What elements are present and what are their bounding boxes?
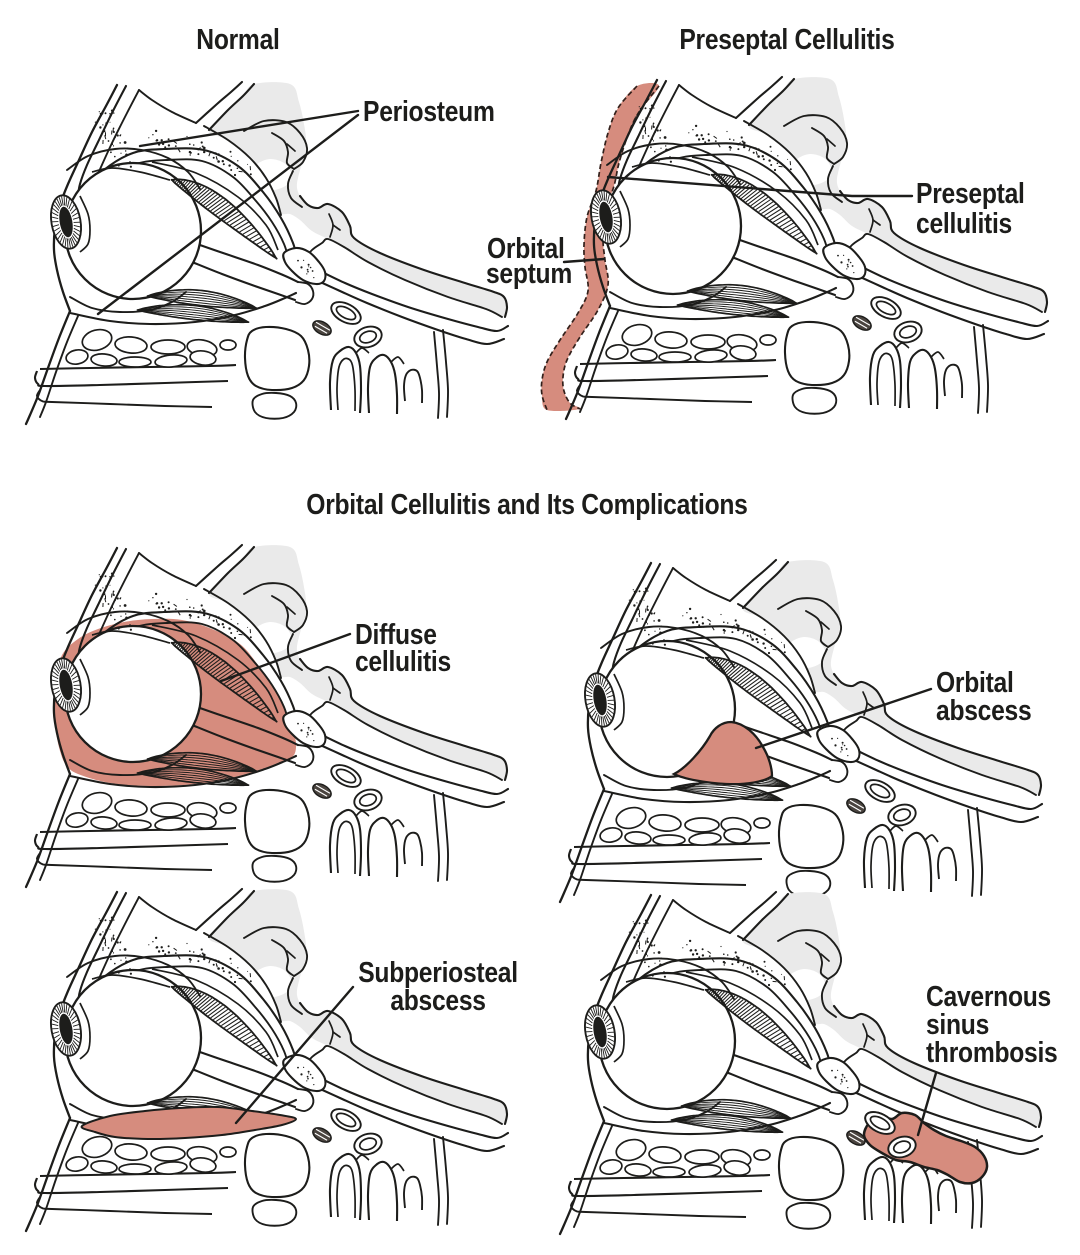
- pointer-periosteum-roof: [138, 109, 360, 148]
- section-title: Orbital Cellulitis and Its Complications: [306, 488, 747, 520]
- pointer-diffuse-cellulitis: [219, 632, 352, 683]
- label-periosteum: Periosteum: [363, 95, 495, 127]
- label-preseptal-cellulitis-line2: cellulitis: [916, 207, 1012, 239]
- label-orbital-septum-line1: Orbital: [487, 232, 565, 264]
- panel-diffuse-cellulitis: [24, 543, 510, 889]
- label-diffuse-cellulitis-line2: cellulitis: [355, 645, 451, 677]
- label-subperiosteal-abscess-line2: abscess: [390, 984, 485, 1016]
- figure-labels: PeriosteumOrbitalseptumPreseptalcellulit…: [96, 95, 1058, 1137]
- label-diffuse-cellulitis-line1: Diffuse: [355, 618, 437, 650]
- label-orbital-abscess-line1: Orbital: [936, 666, 1014, 698]
- label-cavernous-line3: thrombosis: [926, 1036, 1058, 1068]
- panel-title-normal: Normal: [196, 23, 279, 55]
- pointer-preseptal-cellulitis: [606, 175, 914, 198]
- label-orbital-abscess-line2: abscess: [936, 694, 1031, 726]
- label-preseptal-cellulitis-line1: Preseptal: [916, 177, 1025, 209]
- pointer-orbital-abscess: [754, 687, 933, 750]
- label-orbital-septum-line2: septum: [486, 257, 572, 289]
- pointer-subperiosteal-abscess: [234, 985, 355, 1125]
- panel-preseptal-cellulitis: [540, 75, 1050, 421]
- panel-subperiosteal-abscess: [24, 887, 510, 1233]
- label-cavernous-line1: Cavernous: [926, 980, 1051, 1012]
- panel-title-preseptal-cellulitis: Preseptal Cellulitis: [679, 23, 894, 55]
- pointer-periosteum-floor: [96, 113, 360, 316]
- label-cavernous-line2: sinus: [926, 1008, 989, 1040]
- panel-orbital-abscess: [558, 558, 1044, 904]
- pointer-cavernous-sinus-thrombosis: [916, 1071, 938, 1137]
- orbital-abscess-highlight: [671, 720, 774, 786]
- panel-normal: [24, 80, 510, 426]
- panel-cavernous-sinus-thrombosis: [558, 890, 1044, 1236]
- pointer-orbital-septum: [562, 257, 606, 264]
- label-subperiosteal-abscess-line1: Subperiosteal: [358, 956, 518, 988]
- preseptal-highlight: [541, 82, 660, 412]
